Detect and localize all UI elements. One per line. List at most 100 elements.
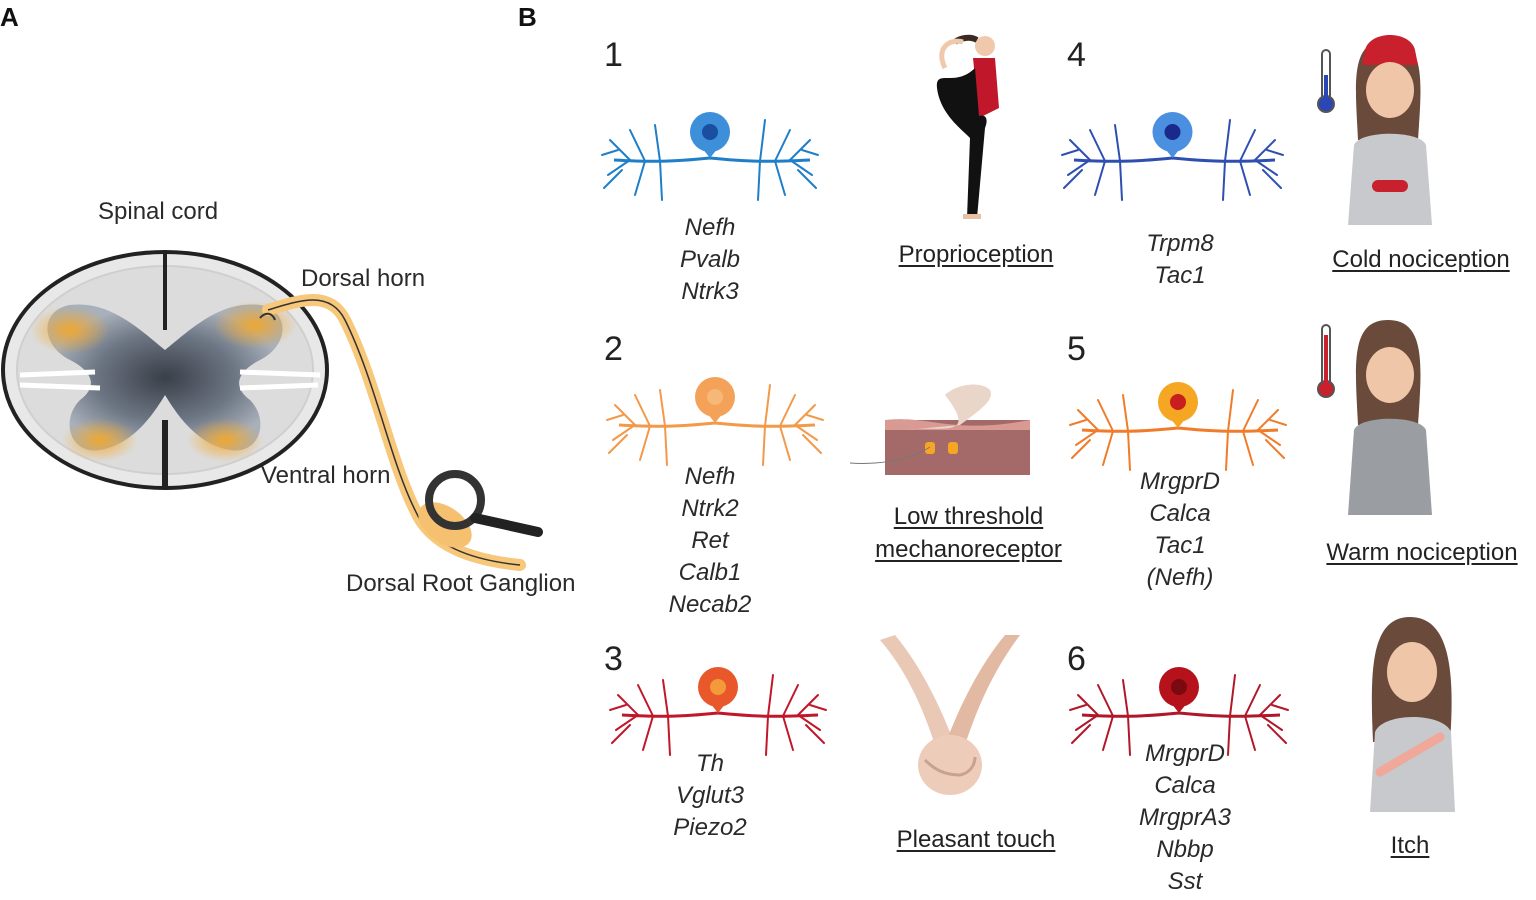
neuron-dendrite xyxy=(629,129,646,162)
neuron-dendrite xyxy=(1063,169,1083,189)
neuron-dendrite xyxy=(1271,704,1289,711)
gene-name: Sst xyxy=(1167,868,1203,895)
neuron-dendrite xyxy=(1069,419,1087,426)
panel-letter-b: B xyxy=(518,2,537,32)
neuron-dendrite xyxy=(659,389,666,427)
neuron-dendrite xyxy=(794,404,816,426)
neuron-number-5: 5 xyxy=(1067,330,1086,368)
neuron-dendrite xyxy=(1239,160,1251,196)
neuron-dendrite xyxy=(606,414,624,421)
function-label-low-threshold: Low threshold mechanoreceptor xyxy=(856,500,1081,566)
gene-name: Piezo2 xyxy=(673,814,747,841)
gene-list-2: Nefh Ntrk2 Ret Calb1 Necab2 xyxy=(650,461,770,621)
neuron-dendrite xyxy=(762,425,766,466)
dorsal-horn-label: Dorsal horn xyxy=(301,265,426,292)
gene-name: Calb1 xyxy=(678,559,742,586)
gene-list-1: Nefh Pvalb Ntrk3 xyxy=(650,212,770,308)
neuron-dendrite xyxy=(757,160,761,201)
neuron-dendrite xyxy=(765,715,769,756)
neuron-dendrite xyxy=(1089,129,1106,162)
neuron-nucleus xyxy=(702,124,718,140)
holding-hands-illustration xyxy=(880,635,1020,795)
panel-letter-a: A xyxy=(0,2,19,32)
neuron-dendrite xyxy=(809,704,827,711)
gene-name: Ntrk3 xyxy=(681,278,739,305)
neuron-dendrite xyxy=(615,714,639,731)
spinal-cord-label: Spinal cord xyxy=(98,198,219,225)
neuron-number-4: 4 xyxy=(1067,36,1086,74)
neuron-dendrite xyxy=(603,169,623,189)
neuron-dendrite xyxy=(794,424,818,441)
neuron-nucleus xyxy=(707,389,723,405)
neuron-dendrite xyxy=(1077,409,1099,431)
neuron-dendrite xyxy=(639,425,651,461)
neuron-dendrite xyxy=(609,704,627,711)
gene-name: Trpm8 xyxy=(1146,230,1214,257)
neuron-illustration-2 xyxy=(606,377,824,466)
neuron-dendrite xyxy=(767,674,774,717)
neuron-dendrite xyxy=(1266,149,1284,156)
spinal-cord-illustration xyxy=(1,250,543,571)
gene-name: MrgprD xyxy=(1144,740,1225,767)
yoga-pose-illustration xyxy=(936,34,999,219)
gene-name: Calca xyxy=(1154,772,1216,799)
neuron-dendrite xyxy=(1259,714,1283,731)
neuron-dendrite xyxy=(667,715,671,756)
neuron-dendrite xyxy=(774,129,791,162)
neuron-dendrite xyxy=(774,160,786,196)
gene-name: Nbbp xyxy=(1156,836,1214,863)
gene-name: Tac1 xyxy=(1154,262,1206,289)
neuron-dendrite xyxy=(642,715,654,751)
gene-name: Vglut3 xyxy=(675,782,745,809)
neuron-dendrite xyxy=(1259,694,1281,716)
function-label-proprioception: Proprioception xyxy=(898,241,1054,268)
function-label-cold: Cold nociception xyxy=(1332,246,1510,273)
neuron-number-3: 3 xyxy=(604,640,623,678)
neuron-illustration-3 xyxy=(609,667,827,756)
neuron-dendrite xyxy=(1222,160,1226,201)
magnifier-icon xyxy=(425,470,485,530)
neuron-dendrite xyxy=(1257,409,1279,431)
neuron-dendrite xyxy=(1077,694,1099,716)
gene-name: Ntrk2 xyxy=(681,495,739,522)
gene-name: Tac1 xyxy=(1154,532,1206,559)
neuron-dendrite xyxy=(637,684,654,717)
neuron-dendrite xyxy=(608,434,628,454)
neuron-dendrite xyxy=(1227,389,1234,432)
neuron-dendrite xyxy=(797,694,819,716)
neuron-dendrite xyxy=(789,159,813,176)
neuron-dendrite xyxy=(1075,429,1099,446)
neuron-dendrite xyxy=(797,714,821,731)
neuron-dendrite xyxy=(1257,429,1281,446)
neuron-dendrite xyxy=(805,724,825,744)
neuron-dendrite xyxy=(759,119,766,162)
gene-list-3: Th Vglut3 Piezo2 xyxy=(650,748,770,844)
neuron-dendrite xyxy=(1069,139,1091,161)
neuron-dendrite xyxy=(654,124,661,162)
neuron-dendrite xyxy=(1244,684,1261,717)
neuron-dendrite xyxy=(1102,715,1114,751)
neuron-dendrite xyxy=(609,139,631,161)
neuron-dendrite xyxy=(1127,430,1131,471)
neuron-nucleus xyxy=(1170,394,1186,410)
neuron-dendrite xyxy=(782,684,799,717)
neuron-dendrite xyxy=(1244,715,1256,751)
gene-list-4: Trpm8 Tac1 xyxy=(1120,228,1240,292)
itch-person-illustration xyxy=(1370,617,1455,812)
neuron-dendrite xyxy=(601,149,619,156)
neuron-dendrite xyxy=(1114,124,1121,162)
neuron-dendrite xyxy=(806,414,824,421)
gene-name: MrgprD xyxy=(1139,468,1220,495)
neuron-dendrite xyxy=(782,715,794,751)
neuron-dendrite xyxy=(1097,684,1114,717)
neuron-illustration-6 xyxy=(1069,667,1289,756)
neuron-dendrite xyxy=(664,425,668,466)
function-label-warm: Warm nociception xyxy=(1326,539,1518,566)
neuron-illustration-1 xyxy=(601,112,819,201)
neuron-dendrite xyxy=(607,159,631,176)
gene-list-6: MrgprD Calca MrgprA3 Nbbp Sst xyxy=(1115,738,1255,898)
neuron-illustration-4 xyxy=(1061,112,1284,201)
gene-name: Pvalb xyxy=(679,246,741,273)
neuron-dendrite xyxy=(1071,724,1091,744)
neuron-nucleus xyxy=(1164,124,1181,140)
